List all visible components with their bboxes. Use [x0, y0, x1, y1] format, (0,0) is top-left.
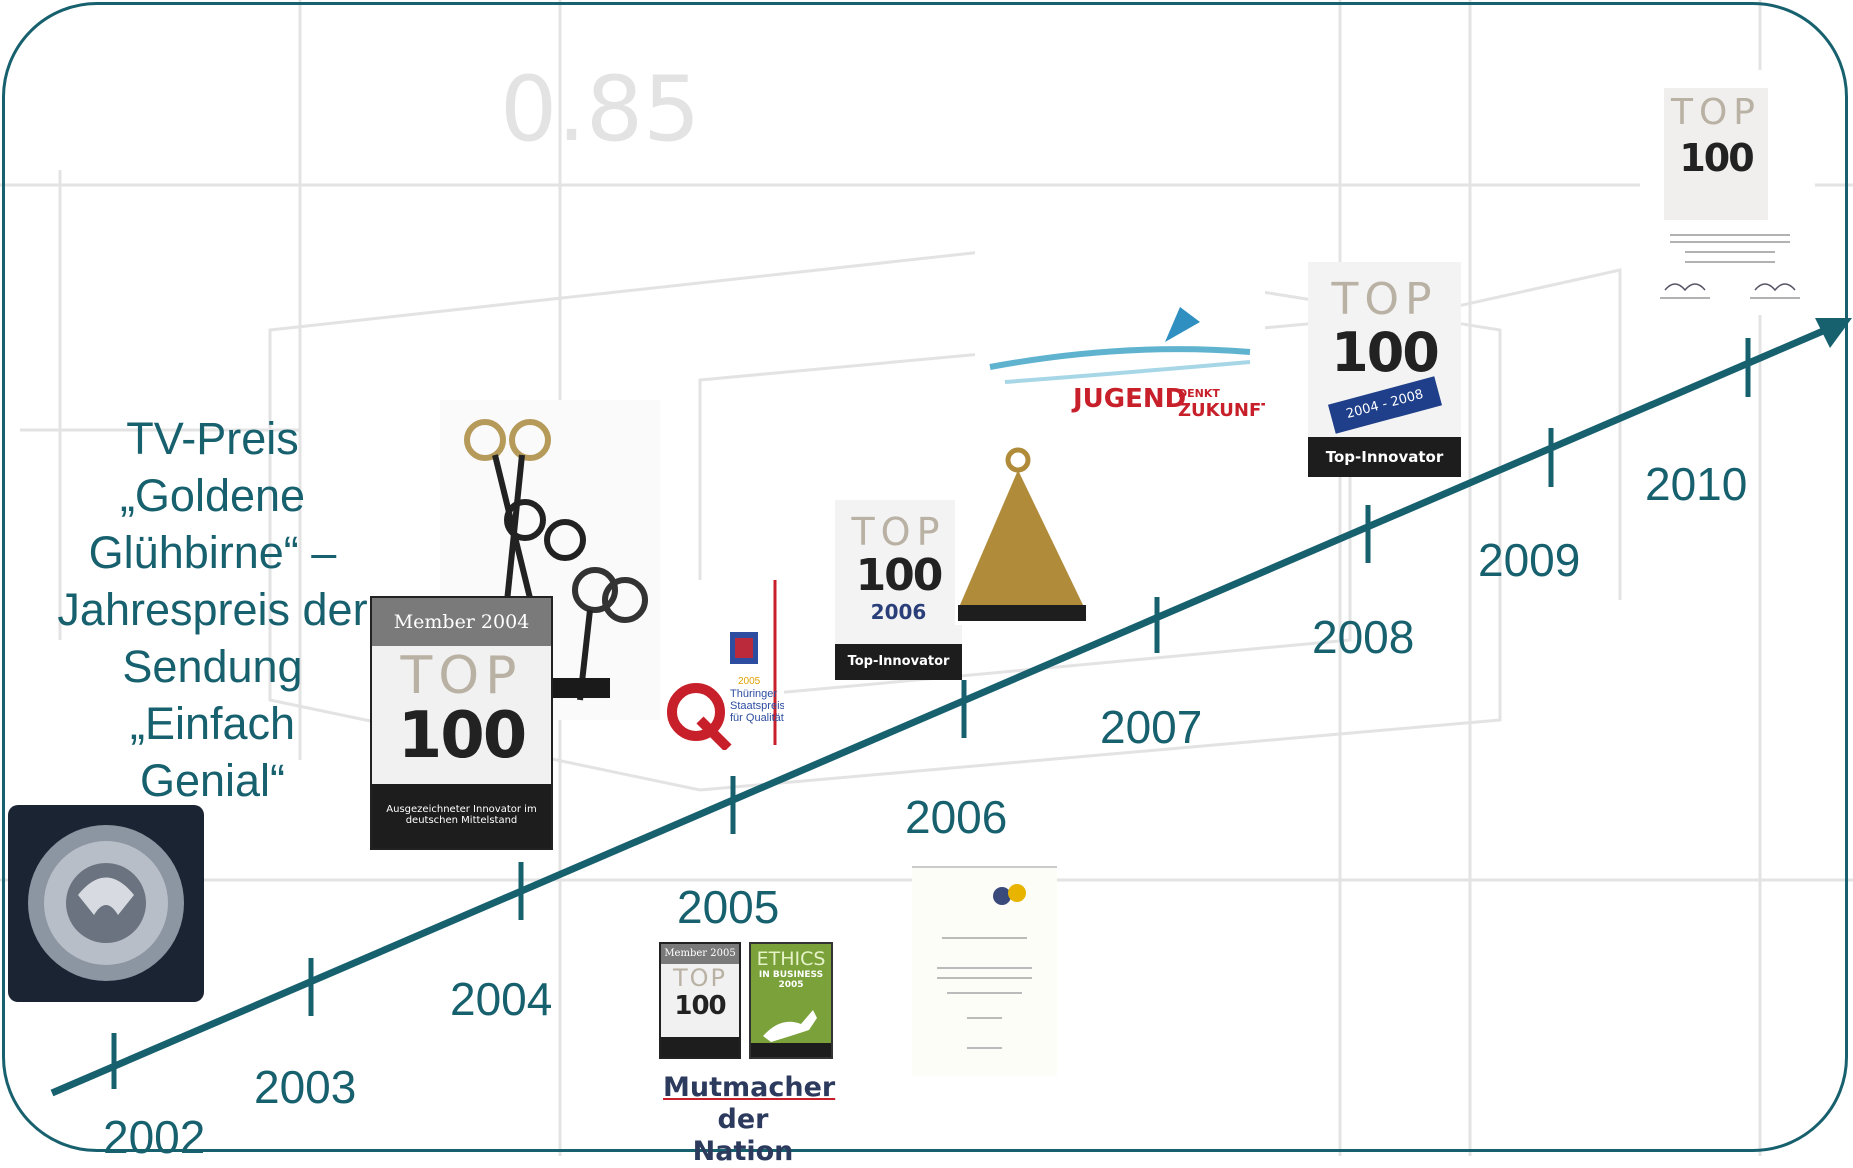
year-label-2003: 2003 [254, 1061, 357, 1113]
top100-2008-badge: TOP 100 2004 - 2008 Top-Innovator [1308, 262, 1461, 477]
medal-icon [28, 825, 184, 981]
top-word: TOP [1670, 92, 1762, 133]
year-label-2002: 2002 [103, 1111, 206, 1163]
timeline-line [50, 324, 1832, 1097]
denkt-word: DENKT [1178, 387, 1220, 400]
year-label-2007: 2007 [1100, 701, 1203, 753]
tv-prize-line: Genial“ [139, 755, 286, 806]
ethics-footer [751, 1043, 831, 1057]
top100-2004-badge: Member 2004 TOP 100 Ausgezeichneter Inno… [370, 596, 553, 850]
year-label-2006: 2006 [905, 791, 1008, 843]
innovator-footer: Top-Innovator [1308, 437, 1461, 477]
year-label-2004: 2004 [450, 973, 553, 1025]
jugend-word: JUGEND [1073, 384, 1187, 414]
year-label-2010: 2010 [1645, 458, 1748, 510]
year-label-2009: 2009 [1478, 534, 1581, 586]
jugend-denkt-zukunft-logo: JUGEND DENKT ZUKUNFT [975, 232, 1265, 432]
top-word: TOP [400, 646, 523, 706]
ethics-year: 2005 [778, 980, 804, 990]
badge-year: 2006 [870, 600, 927, 624]
thueringen-quality-award: 2005 Thüringer Staatspreis für Qualität [660, 580, 784, 750]
timeline-arrowhead [1815, 318, 1852, 348]
member-footer [661, 1037, 739, 1057]
zukunft-word: ZUKUNFT [1178, 400, 1265, 421]
svg-text:0.85: 0.85 [500, 57, 700, 162]
top100-member-2005-badge: Member 2005 TOP 100 [659, 942, 741, 1059]
medal-photo [8, 805, 204, 1002]
tv-prize-line: „Einfach [129, 698, 296, 749]
certificate-icon [937, 884, 1032, 1049]
member-header: Member 2004 [372, 598, 551, 646]
ethics-in-business-badge: ETHICS IN BUSINESS 2005 [749, 942, 833, 1059]
year-ribbon: 2004 - 2008 [1327, 376, 1443, 434]
number-100: 100 [1331, 321, 1440, 384]
tv-prize-text: TV-Preis „Goldene Glühbirne“ – Jahrespre… [35, 410, 390, 809]
top100-2010-certificate: TOP 100 [1640, 70, 1815, 315]
trophy-icon [958, 447, 1086, 621]
tv-prize-line: „Goldene [119, 470, 306, 521]
tv-prize-line: Glühbirne“ – [88, 527, 337, 578]
member-header: Member 2005 [661, 944, 739, 964]
top-word: TOP [1331, 274, 1438, 325]
top-word: TOP [851, 510, 946, 554]
number-100: 100 [674, 991, 726, 1021]
number-100: 100 [397, 699, 528, 773]
top100-2010-logo: TOP 100 [1664, 88, 1768, 220]
tv-prize-line: Jahrespreis der [57, 584, 368, 635]
top-word: TOP [672, 964, 728, 992]
year-label-2008: 2008 [1312, 611, 1415, 663]
certificate-text-icon [1660, 234, 1800, 299]
swoosh-icon [989, 307, 1251, 384]
thueringen-year: 2005 [738, 676, 761, 687]
top100-2006-badge: TOP 100 2006 Top-Innovator [835, 500, 962, 680]
year-label-2005: 2005 [677, 881, 780, 933]
number-100: 100 [855, 550, 944, 601]
quality-q-icon [667, 580, 777, 750]
mutmacher-der-nation-logo: Mutmacher der Nation [663, 1072, 836, 1168]
horse-icon [763, 1010, 817, 1042]
number-100: 100 [1679, 136, 1754, 180]
mutmacher-line1: Mutmacher [663, 1072, 836, 1103]
innovator-footer: Ausgezeichneter Innovator im deutschen M… [372, 784, 551, 848]
golden-trophy-photo [955, 440, 1090, 625]
innovator-footer: Top-Innovator [835, 644, 962, 680]
ethics-word: ETHICS [756, 948, 826, 970]
tv-prize-line: Sendung [122, 641, 303, 692]
in-business-word: IN BUSINESS [758, 970, 824, 980]
mutmacher-line2: der Nation [692, 1104, 794, 1167]
certificate-document [912, 866, 1057, 1076]
thueringen-text: Thüringer Staatspreis für Qualität [730, 688, 784, 724]
tv-prize-line: TV-Preis [126, 413, 299, 464]
